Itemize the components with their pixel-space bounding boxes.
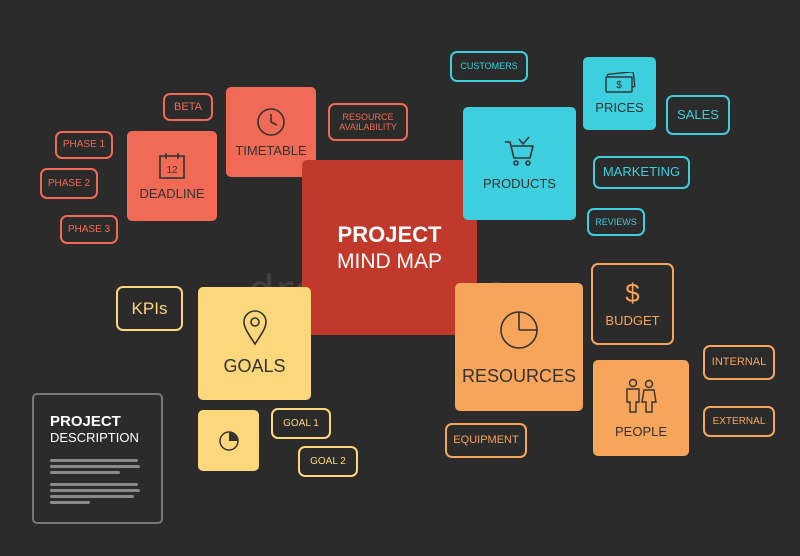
center-node: PROJECT MIND MAP: [302, 160, 477, 335]
timetable-label: TIMETABLE: [235, 142, 307, 158]
tag-sales: SALES: [666, 95, 730, 135]
node-products: PRODUCTS: [463, 107, 576, 220]
budget-label: BUDGET: [605, 312, 660, 328]
tag-internal: INTERNAL: [703, 345, 775, 380]
resources-label: RESOURCES: [461, 365, 577, 386]
tag-phase-1: PHASE 1: [55, 131, 113, 159]
deadline-label: DEADLINE: [139, 185, 205, 201]
pie-chart-icon: [500, 310, 538, 349]
description-title: PROJECT: [50, 413, 121, 430]
tag-equipment: EQUIPMENT: [445, 423, 527, 458]
tag-marketing: MARKETING: [593, 156, 690, 189]
node-goals-chart: [198, 410, 259, 471]
center-title: PROJECT: [337, 221, 442, 247]
tag-resource-availability: RESOURCE AVAILABILITY: [328, 103, 408, 141]
tag-kpis: KPIs: [116, 286, 183, 331]
tag-goal-1: GOAL 1: [271, 408, 331, 439]
tag-reviews: REVIEWS: [587, 208, 645, 236]
description-placeholder-text: [50, 459, 145, 504]
node-deadline: 12 DEADLINE: [127, 131, 217, 221]
description-subtitle: DESCRIPTION: [50, 430, 139, 445]
node-goals: GOALS: [198, 287, 311, 400]
node-budget: $ BUDGET: [591, 263, 674, 345]
center-subtitle: MIND MAP: [337, 249, 442, 273]
tag-phase-2: PHASE 2: [40, 168, 98, 199]
tag-goal-2: GOAL 2: [298, 446, 358, 477]
node-resources: RESOURCES: [455, 283, 583, 411]
tag-beta: BETA: [163, 93, 213, 121]
dollar-icon: $: [625, 277, 640, 308]
tag-external: EXTERNAL: [703, 406, 775, 437]
svg-text:$: $: [616, 80, 622, 91]
pie-chart-icon: [218, 430, 239, 451]
description-box: PROJECT DESCRIPTION: [32, 393, 163, 524]
node-prices: $ PRICES: [583, 57, 656, 130]
clock-icon: [257, 107, 285, 136]
tag-phase-3: PHASE 3: [60, 215, 118, 244]
goals-label: GOALS: [223, 356, 286, 376]
node-timetable: TIMETABLE: [226, 87, 316, 177]
shopping-cart-icon: [504, 136, 534, 166]
node-people: PEOPLE: [593, 360, 689, 456]
products-label: PRODUCTS: [483, 176, 556, 191]
people-label: PEOPLE: [614, 423, 668, 439]
calendar-day-number: 12: [166, 165, 178, 176]
location-pin-icon: [242, 310, 267, 346]
calendar-icon: 12: [159, 152, 185, 179]
people-icon: [626, 378, 657, 413]
money-icon: $: [604, 72, 635, 93]
prices-label: PRICES: [595, 100, 644, 115]
tag-customers: CUSTOMERS: [450, 51, 528, 82]
